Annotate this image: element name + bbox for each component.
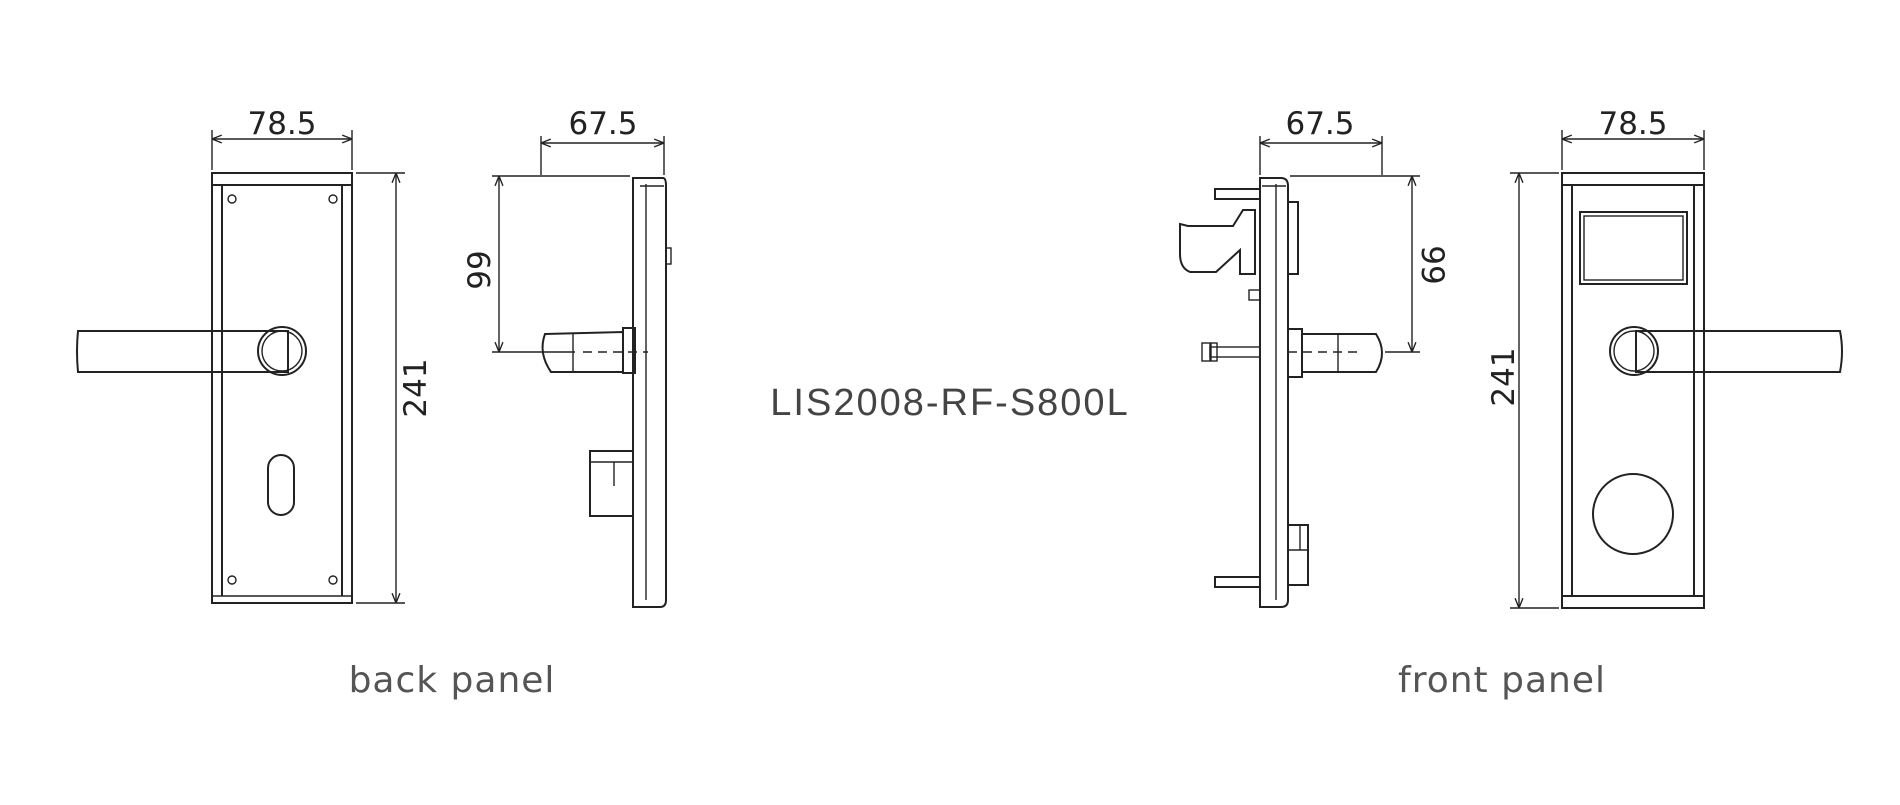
front-depth-label: 67.5 xyxy=(1285,106,1354,142)
back-side-handle-stub xyxy=(541,330,624,373)
front-panel-view: 78.5 241 xyxy=(1486,106,1843,609)
back-side-latch xyxy=(589,450,634,517)
front-bracket xyxy=(1179,209,1256,275)
front-mount-post xyxy=(1214,188,1261,200)
screw-hole xyxy=(227,575,237,585)
back-side-plate xyxy=(632,177,667,608)
front-side-spindle xyxy=(1287,328,1303,378)
back-panel-side-view: 67.5 99 xyxy=(462,106,672,608)
front-panel-side-view: 67.5 99 xyxy=(1179,106,1450,608)
front-lever-handle xyxy=(1635,330,1843,373)
key-slot xyxy=(267,454,295,516)
back-offset-label: 99 xyxy=(462,250,498,289)
model-number: LIS2008-RF-S800L xyxy=(770,382,1129,424)
back-width-label: 78.5 xyxy=(247,106,316,142)
back-depth-label: 67.5 xyxy=(568,106,637,142)
back-panel-caption: back panel xyxy=(349,660,556,701)
front-offset-label: 99 xyxy=(1414,245,1450,284)
front-plate xyxy=(1561,172,1705,609)
front-side-plate xyxy=(1259,177,1289,608)
back-height-label: 241 xyxy=(398,358,434,417)
front-side-handle-stub xyxy=(1301,333,1383,373)
back-lever-handle xyxy=(76,330,289,373)
front-display-window xyxy=(1579,211,1688,285)
screw-hole xyxy=(227,194,237,204)
screw-hole xyxy=(328,575,338,585)
front-lower-post xyxy=(1214,576,1261,588)
back-panel-view: 78.5 241 xyxy=(76,106,434,604)
back-handle-rose xyxy=(257,326,307,376)
front-height-label: 241 xyxy=(1486,347,1522,406)
front-handle-rose xyxy=(1609,326,1659,376)
front-panel-caption: front panel xyxy=(1398,660,1606,701)
card-reader-pad xyxy=(1592,473,1674,555)
screw-hole xyxy=(328,194,338,204)
front-lower-latch xyxy=(1287,524,1309,586)
front-width-label: 78.5 xyxy=(1598,106,1667,142)
front-reader-housing xyxy=(1287,201,1299,275)
back-plate xyxy=(211,172,353,604)
